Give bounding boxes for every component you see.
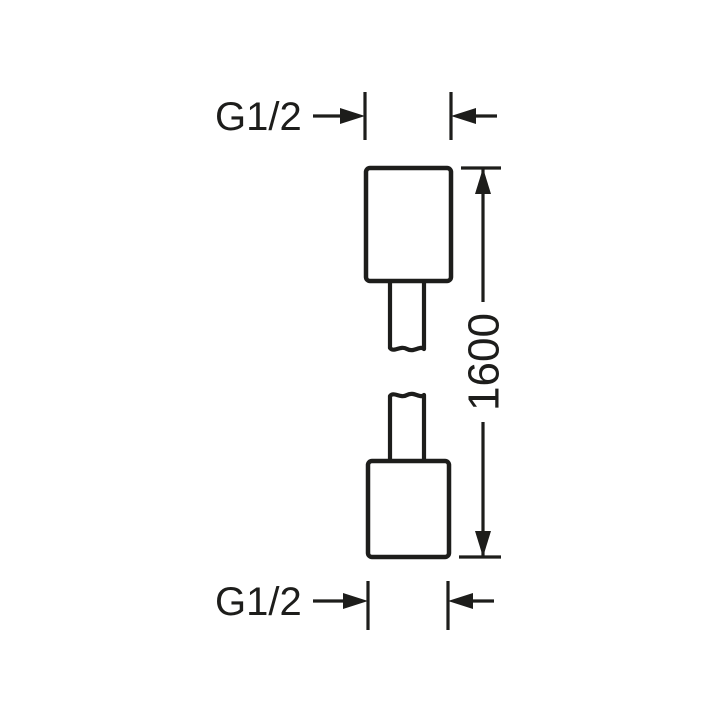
top-thread-label: G1/2 [215, 95, 302, 139]
arrow-up-icon [475, 168, 491, 194]
length-dimension: 1600 [459, 166, 508, 559]
hose-lower-segment [387, 391, 427, 465]
hose-assembly [363, 165, 454, 560]
arrow-right-icon [343, 593, 368, 609]
bottom-thread-label: G1/2 [215, 580, 302, 624]
length-label: 1600 [459, 313, 508, 411]
hose-upper-segment [387, 278, 427, 353]
arrow-right-icon [340, 108, 365, 124]
arrow-left-icon [448, 593, 473, 609]
arrow-left-icon [451, 108, 476, 124]
bottom-thread-dimension: G1/2 [215, 580, 494, 630]
arrow-down-icon [475, 531, 491, 557]
top-fitting [363, 165, 454, 284]
bottom-fitting [365, 458, 452, 560]
top-thread-dimension: G1/2 [215, 92, 497, 140]
